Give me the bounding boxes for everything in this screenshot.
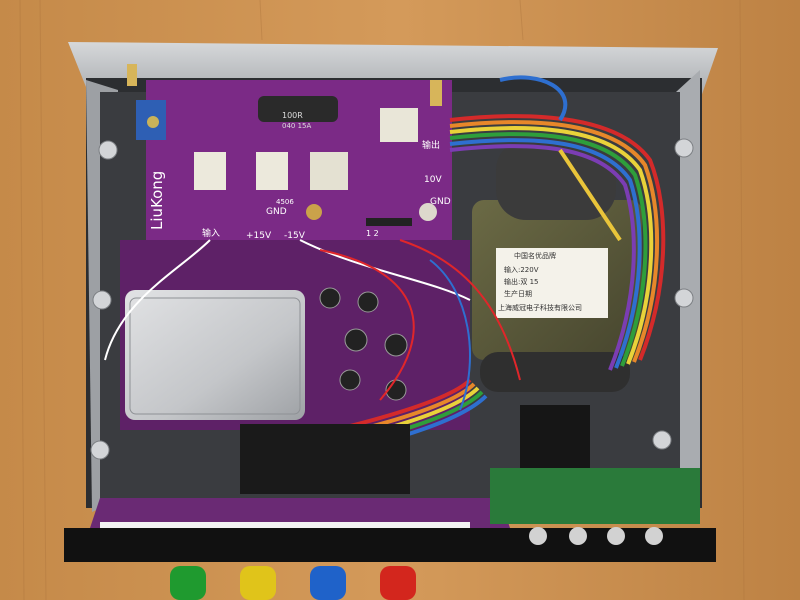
panel-buttons	[529, 527, 663, 545]
transformer	[472, 140, 642, 392]
brand-label: LiuKong	[148, 171, 166, 230]
control-pcb	[127, 64, 452, 240]
transformer-label: 中国名优品牌 输入:220V 输出:双 15 生产日期 上海威冠电子科技有限公司	[498, 251, 582, 312]
output-label: 输出	[422, 139, 440, 151]
knob-red	[380, 566, 416, 600]
knobs	[170, 566, 416, 600]
relay-block	[520, 405, 590, 470]
wires	[104, 75, 622, 411]
knob-green	[170, 566, 206, 600]
pin-label: 1 2	[366, 229, 379, 238]
minus15-label: -15V	[284, 231, 306, 241]
transformer-input: 输入:220V	[504, 265, 539, 274]
knob-blue	[310, 566, 346, 600]
transformer-maker: 上海威冠电子科技有限公司	[498, 303, 582, 312]
board-labels: LiuKong 输入 输出 +15V -15V GND GND 10V 4506…	[148, 111, 451, 241]
dsub-connector	[240, 424, 410, 494]
front-panel	[64, 468, 716, 562]
transformer-date: 生产日期	[504, 289, 532, 298]
plus15-label: +15V	[246, 231, 272, 241]
wood-grain	[19, 0, 745, 600]
transformer-output: 输出:双 15	[504, 277, 539, 286]
input-label: 输入	[202, 227, 220, 239]
gnd-left-label: GND	[266, 207, 287, 217]
knob-yellow	[240, 566, 276, 600]
resistor-label: 100R	[282, 111, 303, 120]
gnd-right-label: GND	[430, 197, 451, 207]
transformer-brand: 中国名优品牌	[514, 251, 556, 260]
resistor-label-2: 040 15A	[282, 122, 311, 130]
serial-label: 4506	[276, 198, 294, 206]
capacitors	[319, 287, 408, 401]
chassis-screws	[90, 138, 694, 460]
ribbon-cable	[299, 114, 666, 464]
shield-can	[125, 290, 305, 420]
ten-volt-label: 10V	[424, 175, 442, 185]
